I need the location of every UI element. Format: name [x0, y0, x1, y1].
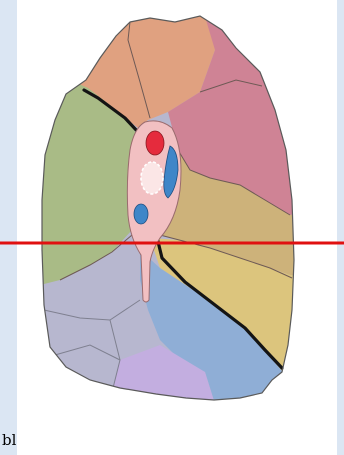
bronchus: [141, 162, 163, 194]
caption-fragment: bl: [2, 433, 16, 448]
lower-pulmonary-vein: [134, 204, 148, 224]
pulmonary-artery: [146, 131, 164, 155]
